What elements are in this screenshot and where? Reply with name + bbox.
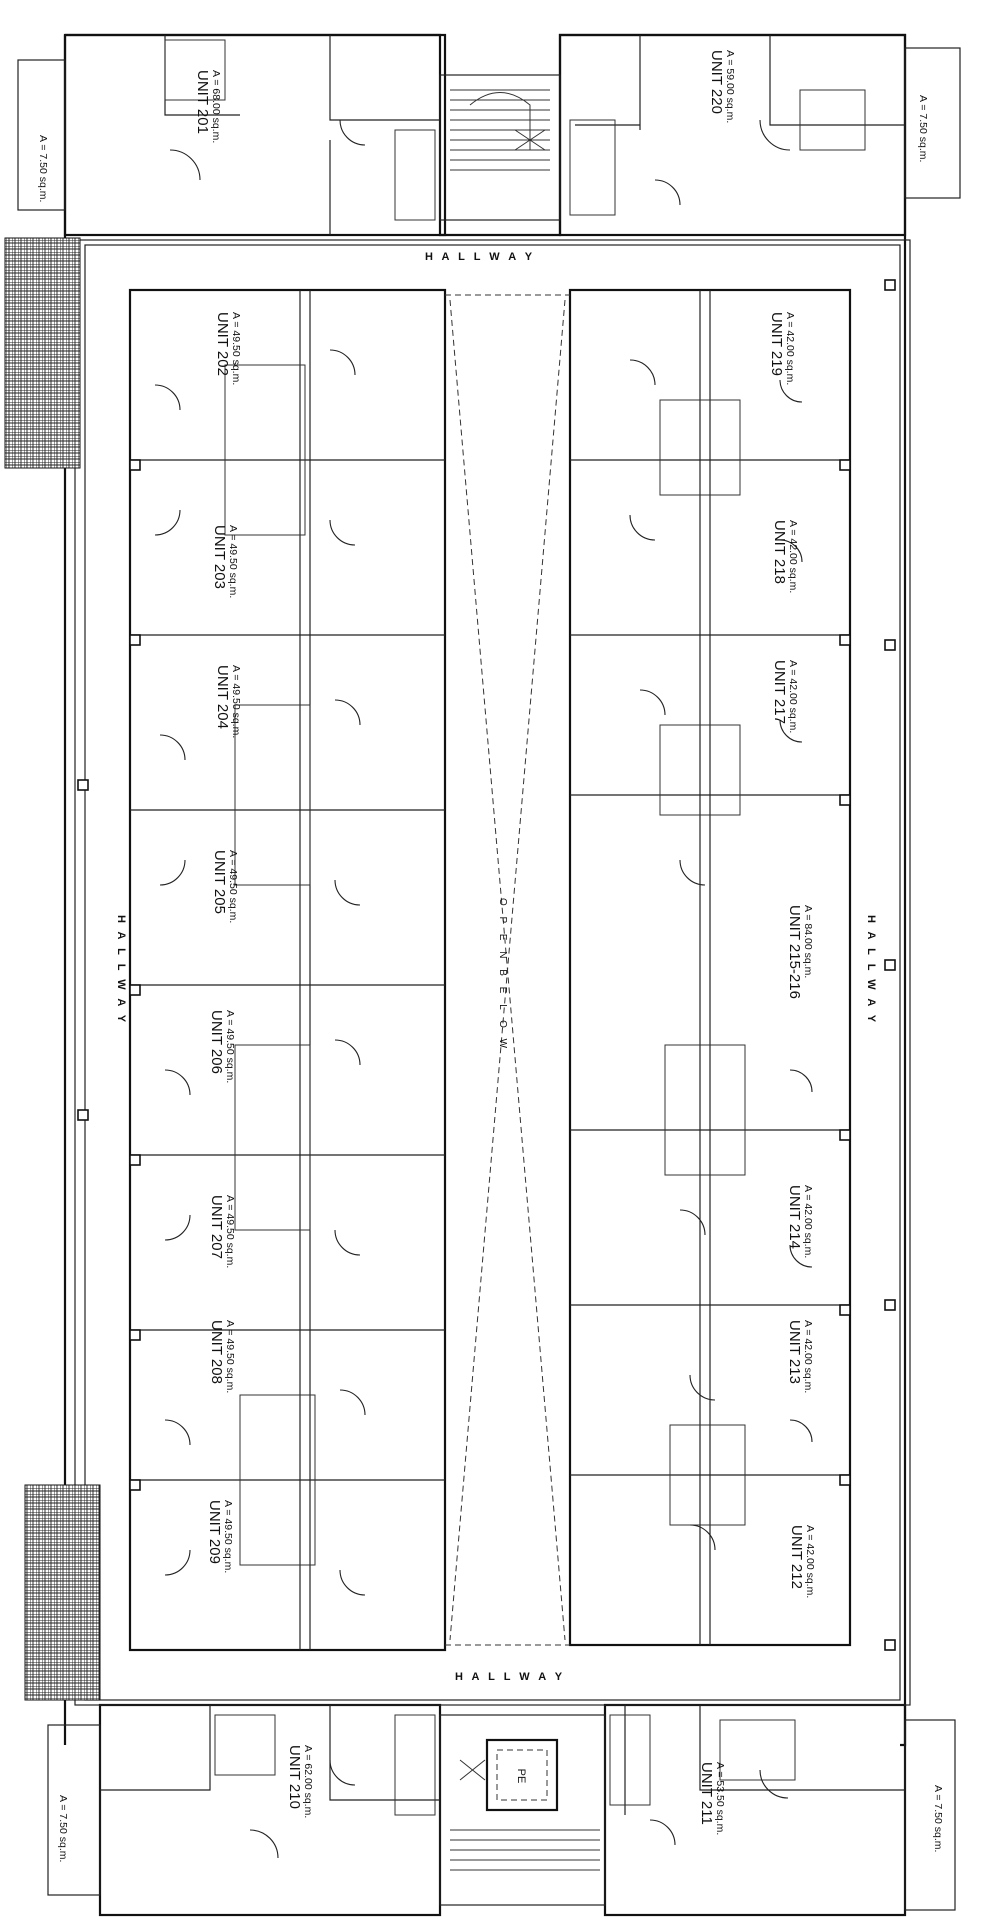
unit-name: UNIT 220 (708, 50, 725, 114)
unit-area: A = 59.00 sq.m. (724, 50, 736, 123)
unit-area: A = 7.50 sq.m. (57, 1795, 69, 1862)
corner-unit-interiors (100, 35, 905, 1859)
unit-name: UNIT 204 (214, 665, 231, 729)
unit-name: UNIT 203 (211, 525, 228, 589)
unit-area: A = 42.00 sq.m. (802, 1320, 814, 1393)
hallway-label-bottom: H A L L W A Y (455, 1671, 565, 1683)
columns (77, 279, 896, 1651)
unit-area: A = 49.50 sq.m. (222, 1500, 234, 1573)
unit-name: UNIT 214 (786, 1185, 803, 1249)
unit-name: UNIT 208 (208, 1320, 225, 1384)
unit-area: A = 49.50 sq.m. (230, 312, 242, 385)
unit-area: A = 7.50 sq.m. (917, 95, 929, 162)
unit-area: A = 68.00 sq.m. (210, 70, 222, 143)
unit-name: UNIT 218 (771, 520, 788, 584)
unit-area: A = 49.50 sq.m. (224, 1195, 236, 1268)
unit-area: A = 49.50 sq.m. (224, 1320, 236, 1393)
unit-name: UNIT 206 (208, 1010, 225, 1074)
unit-name: UNIT 212 (788, 1525, 805, 1589)
unit-area: A = 42.00 sq.m. (802, 1185, 814, 1258)
unit-area: A = 7.50 sq.m. (932, 1785, 944, 1852)
unit-area: A = 49.50 sq.m. (230, 665, 242, 738)
open-below-void (445, 294, 570, 1646)
unit-area: A = 49.50 sq.m. (227, 525, 239, 598)
unit-label-211-balcony: A = 7.50 sq.m. (932, 1785, 944, 1852)
unit-area: A = 84.00 sq.m. (802, 905, 814, 978)
unit-label-220-balcony: A = 7.50 sq.m. (917, 95, 929, 162)
hallway-label-top: H A L L W A Y (425, 251, 535, 263)
unit-name: UNIT 205 (211, 850, 228, 914)
lift-label: PE (515, 1769, 527, 1784)
unit-name: UNIT 219 (768, 312, 785, 376)
unit-area: A = 42.00 sq.m. (787, 520, 799, 593)
right-unit-row (568, 288, 852, 1647)
unit-area: A = 49.50 sq.m. (227, 850, 239, 923)
unit-name: UNIT 217 (771, 660, 788, 724)
unit-area: A = 42.00 sq.m. (804, 1525, 816, 1598)
unit-name: UNIT 202 (214, 312, 231, 376)
unit-area: A = 53.50 sq.m. (714, 1762, 726, 1835)
unit-area: A = 62.00 sq.m. (302, 1745, 314, 1818)
hallway-labels: H A L L W A Y H A L L W A Y H A L L W A … (115, 251, 877, 1783)
unit-name: UNIT 211 (698, 1762, 715, 1825)
planters (4, 237, 101, 1701)
unit-name: UNIT 209 (206, 1500, 223, 1564)
unit-area: A = 42.00 sq.m. (787, 660, 799, 733)
unit-label-201-balcony: A = 7.50 sq.m. (37, 135, 49, 202)
unit-name: UNIT 201 (194, 70, 211, 134)
unit-label-210-balcony: A = 7.50 sq.m. (57, 1795, 69, 1862)
unit-name: UNIT 207 (208, 1195, 225, 1259)
unit-area: A = 7.50 sq.m. (37, 135, 49, 202)
stair-bottom (439, 1714, 606, 1906)
unit-name: UNIT 215-216 (786, 905, 803, 999)
stair-top (439, 74, 561, 221)
unit-area: A = 49.50 sq.m. (224, 1010, 236, 1083)
hallway-label-left: H A L L W A Y (115, 915, 127, 1025)
hallway-label-right: H A L L W A Y (865, 915, 877, 1025)
unit-area: A = 42.00 sq.m. (784, 312, 796, 385)
left-unit-row (128, 288, 447, 1652)
unit-name: UNIT 210 (286, 1745, 303, 1809)
open-below-label: O P E N B E L O W (497, 898, 508, 1052)
unit-name: UNIT 213 (786, 1320, 803, 1384)
balconies (17, 47, 961, 1911)
